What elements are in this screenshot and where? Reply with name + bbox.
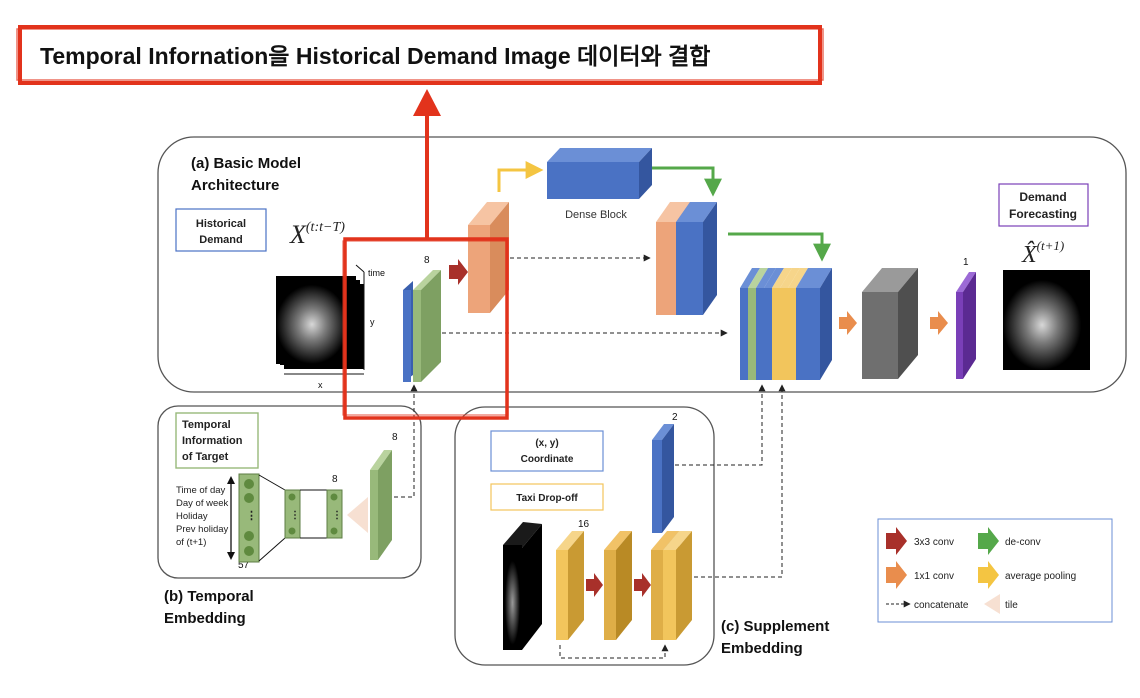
gray-conv-block (862, 268, 918, 379)
svg-text:⋮: ⋮ (290, 510, 300, 521)
input-blue-layer (403, 281, 413, 382)
legend-conv1-label: 1x1 conv (914, 571, 954, 582)
dense-block-label: Dense Block (565, 209, 627, 221)
coordinate-label-1: (x, y) (535, 438, 558, 449)
svg-text:⋮: ⋮ (332, 510, 342, 521)
coordinate-blue-layer (652, 424, 674, 533)
mlp-hidden-column: ⋮ (284, 489, 301, 539)
supplement-concat-path (694, 384, 786, 578)
temporal-info-line-2: Information (182, 435, 243, 447)
input-symbol: X(t:t−T) (289, 220, 345, 249)
legend-tile-icon (984, 594, 1000, 614)
svg-text:⋮: ⋮ (246, 510, 257, 522)
legend-tile-label: tile (1005, 600, 1018, 611)
avgpool-path-to-dense (497, 161, 544, 192)
temporal-feature-list: Time of day Day of week Holiday Prev hol… (176, 485, 229, 548)
supplement-yellow-layer-1 (556, 531, 584, 640)
feature-holiday: Holiday (176, 511, 208, 522)
dim-2-label: 2 (672, 412, 678, 423)
panel-b-title-1: (b) Temporal (164, 588, 254, 605)
output-purple-layer (956, 272, 976, 379)
legend-avgpool-icon (978, 561, 999, 589)
dim-8-mid-label: 8 (332, 474, 338, 485)
concat-stack (740, 268, 832, 380)
tiled-green-layer (370, 450, 392, 560)
temporal-info-line-1: Temporal (182, 419, 231, 431)
supplement-conv3-arrow-1 (586, 573, 603, 597)
legend-conv3-label: 3x3 conv (914, 537, 954, 548)
demand-forecasting-label-2: Forecasting (1009, 207, 1077, 221)
conv1-arrow-2 (930, 311, 948, 335)
historical-demand-box (175, 208, 267, 252)
demand-forecasting-box (998, 183, 1089, 227)
coordinate-label-2: Coordinate (521, 454, 574, 465)
axis-time-label: time (368, 268, 385, 278)
legend-avgpool-label: average pooling (1005, 571, 1076, 582)
supplement-yellow-layer-3 (651, 531, 692, 640)
panel-supplement-embedding: (x, y) Coordinate Taxi Drop-off 2 16 (454, 384, 829, 666)
panel-temporal-embedding: Temporal Information of Target Time of d… (157, 384, 422, 627)
taxi-dropoff-image (503, 522, 542, 650)
legend: 3x3 conv de-conv 1x1 conv average poolin… (877, 518, 1113, 623)
axis-x-label: x (318, 380, 323, 390)
temporal-info-line-3: of Target (182, 451, 229, 463)
supplement-conv3-arrow-2 (634, 573, 651, 597)
historical-demand-image (276, 276, 364, 369)
feature-prev-holiday: Prev holiday (176, 524, 229, 535)
legend-conv1-icon (886, 561, 907, 589)
feature-of-t1: of (t+1) (176, 537, 206, 548)
temporal-concat-path (394, 384, 418, 498)
legend-deconv-label: de-conv (1005, 537, 1041, 548)
dense-block (547, 148, 652, 199)
coordinate-box (490, 430, 604, 472)
mlp-output-column: ⋮ (326, 489, 343, 539)
panel-a-title-2: Architecture (191, 177, 279, 194)
annotation-title-box: Temporal Infornation을 Historical Demand … (16, 25, 824, 85)
panel-c-title-1: (c) Supplement (721, 618, 829, 635)
supplement-skip-path (559, 644, 669, 659)
panel-b-title-2: Embedding (164, 610, 246, 627)
deconv-path-1 (652, 166, 722, 197)
highlight-arrow-head (413, 89, 441, 116)
annotation-highlight (342, 89, 509, 420)
historical-demand-label-1: Historical (196, 218, 246, 230)
historical-demand-label-2: Demand (199, 234, 242, 246)
middle-layer-pair (656, 202, 717, 315)
panel-c-title-2: Embedding (721, 640, 803, 657)
mlp-input-column: ⋮ (238, 473, 260, 563)
coordinate-concat-path (675, 384, 766, 466)
feature-day-of-week: Day of week (176, 498, 229, 509)
taxi-box (490, 483, 604, 511)
legend-conv3-icon (886, 527, 907, 555)
tile-arrow (347, 497, 368, 533)
conv1-arrow-1 (839, 311, 857, 335)
dim-57-label: 57 (238, 560, 250, 571)
temporal-info-box (175, 412, 259, 469)
panel-basic-model: (a) Basic Model Architecture Historical … (157, 136, 1127, 393)
dim-8-out-label: 8 (392, 432, 398, 443)
feature-time-of-day: Time of day (176, 485, 226, 496)
axis-y-label: y (370, 317, 375, 327)
channels-out-label: 1 (963, 257, 969, 268)
supplement-yellow-layer-2 (604, 531, 632, 640)
input-green-layer (413, 270, 441, 382)
dim-16-label: 16 (578, 519, 590, 530)
conv3-arrow (449, 259, 468, 285)
legend-deconv-icon (978, 527, 999, 555)
panel-a-title-1: (a) Basic Model (191, 155, 301, 172)
deconv-path-2 (728, 232, 831, 262)
channels-in-label: 8 (424, 255, 430, 266)
annotation-title: Temporal Infornation을 Historical Demand … (40, 43, 710, 69)
orange-conv-layer (468, 202, 509, 313)
taxi-label: Taxi Drop-off (516, 493, 578, 504)
output-symbol: X̂(t+1) (1021, 238, 1064, 268)
legend-concat-label: concatenate (914, 600, 969, 611)
forecast-image (1003, 270, 1090, 370)
demand-forecasting-label-1: Demand (1019, 190, 1066, 204)
